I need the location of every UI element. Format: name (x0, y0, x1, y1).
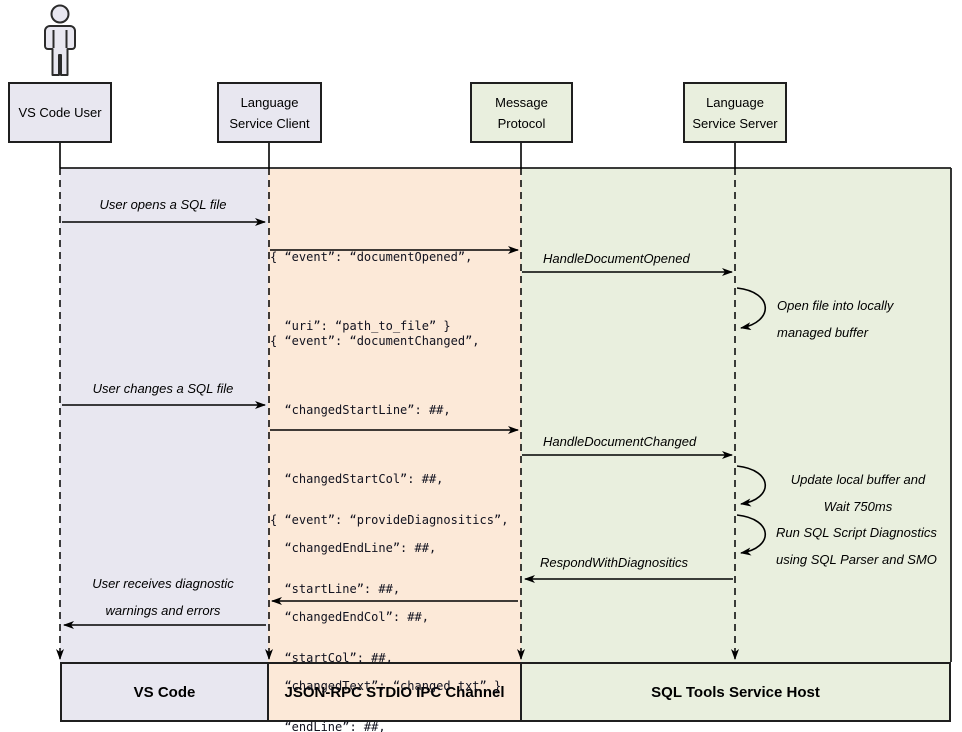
annotation-open-buffer: Open file into locally managed buffer (777, 292, 893, 346)
payload-line: “changedEndCol”: ##, (270, 610, 429, 624)
actor-label-line2: Protocol (497, 115, 546, 131)
label-line1: User receives diagnostic (92, 576, 234, 591)
actor-label-line1: Message (495, 94, 548, 110)
payload-line: “changedStartLine”: ##, (270, 403, 451, 417)
actor-label-line2: Service Server (692, 115, 778, 131)
payload-line: “endLine”: ##, (270, 720, 386, 732)
footer-box-vscode: VS Code (60, 662, 269, 722)
label-user-opens-sql-file: User opens a SQL file (99, 197, 227, 212)
actor-label-line1: Language (240, 94, 299, 110)
payload-line: “changedEndLine”: ##, (270, 541, 437, 555)
footer-label: VS Code (133, 683, 196, 701)
payload-document-opened: { “event”: “documentOpened”, “uri”: “pat… (270, 200, 472, 384)
label-line2: warnings and errors (105, 603, 221, 618)
payload-line: { “event”: “documentOpened”, (270, 250, 473, 264)
payload-line: “changedText”: “changed txt” } (270, 679, 502, 693)
footer-label: SQL Tools Service Host (651, 683, 820, 701)
label-respond-with-diagnostics: RespondWithDiagnositics (540, 555, 689, 570)
actor-box-language-service-server: Language Service Server (683, 82, 787, 143)
actor-label-line1: Language (706, 94, 764, 110)
footer-label: JSON-RPC STDIO IPC Channel (284, 683, 505, 701)
lane-vscode (60, 168, 268, 662)
annotation-line1: Run SQL Script Diagnostics (776, 525, 937, 540)
annotation-line2: managed buffer (777, 325, 869, 340)
annotation-update-buffer: Update local buffer and Wait 750ms (772, 466, 944, 520)
actor-box-vscode-user: VS Code User (8, 82, 112, 143)
user-person-icon (44, 4, 76, 76)
payload-provide-diagnostics: { “event”: “provideDiagnositics”, “start… (270, 463, 508, 732)
footer-box-service-host: SQL Tools Service Host (520, 662, 951, 722)
annotation-line1: Open file into locally (777, 298, 894, 313)
self-loop-update-buffer (736, 465, 767, 507)
annotation-line1: Update local buffer and (790, 472, 926, 487)
label-user-changes-sql-file: User changes a SQL file (92, 381, 234, 396)
payload-line: “changedStartCol”: ##, (270, 472, 444, 486)
self-loop-run-diagnostics (736, 514, 767, 556)
payload-line: { “event”: “provideDiagnositics”, (270, 513, 509, 527)
payload-line: “uri”: “path_to_file” } (270, 319, 451, 333)
footer-box-ipc-channel: JSON-RPC STDIO IPC Channel (267, 662, 522, 722)
actor-label-line2: Service Client (229, 115, 310, 131)
label-handle-document-changed: HandleDocumentChanged (543, 434, 697, 449)
annotation-line2: using SQL Parser and SMO (776, 552, 937, 567)
self-loop-open-buffer (736, 287, 766, 331)
label-user-receives-diagnostics: User receives diagnostic warnings and er… (60, 570, 266, 624)
payload-document-changed: { “event”: “documentChanged”, “changedSt… (270, 284, 501, 732)
actor-label: VS Code User (18, 105, 102, 120)
actor-box-language-service-client: Language Service Client (217, 82, 322, 143)
label-handle-document-opened: HandleDocumentOpened (543, 251, 690, 266)
payload-line: “startLine”: ##, (270, 582, 401, 596)
payload-line: “startCol”: ##, (270, 651, 393, 665)
annotation-run-diagnostics: Run SQL Script Diagnostics using SQL Par… (776, 519, 937, 573)
payload-line: { “event”: “documentChanged”, (270, 334, 480, 348)
annotation-line2: Wait 750ms (823, 499, 893, 514)
actor-box-message-protocol: Message Protocol (470, 82, 573, 143)
